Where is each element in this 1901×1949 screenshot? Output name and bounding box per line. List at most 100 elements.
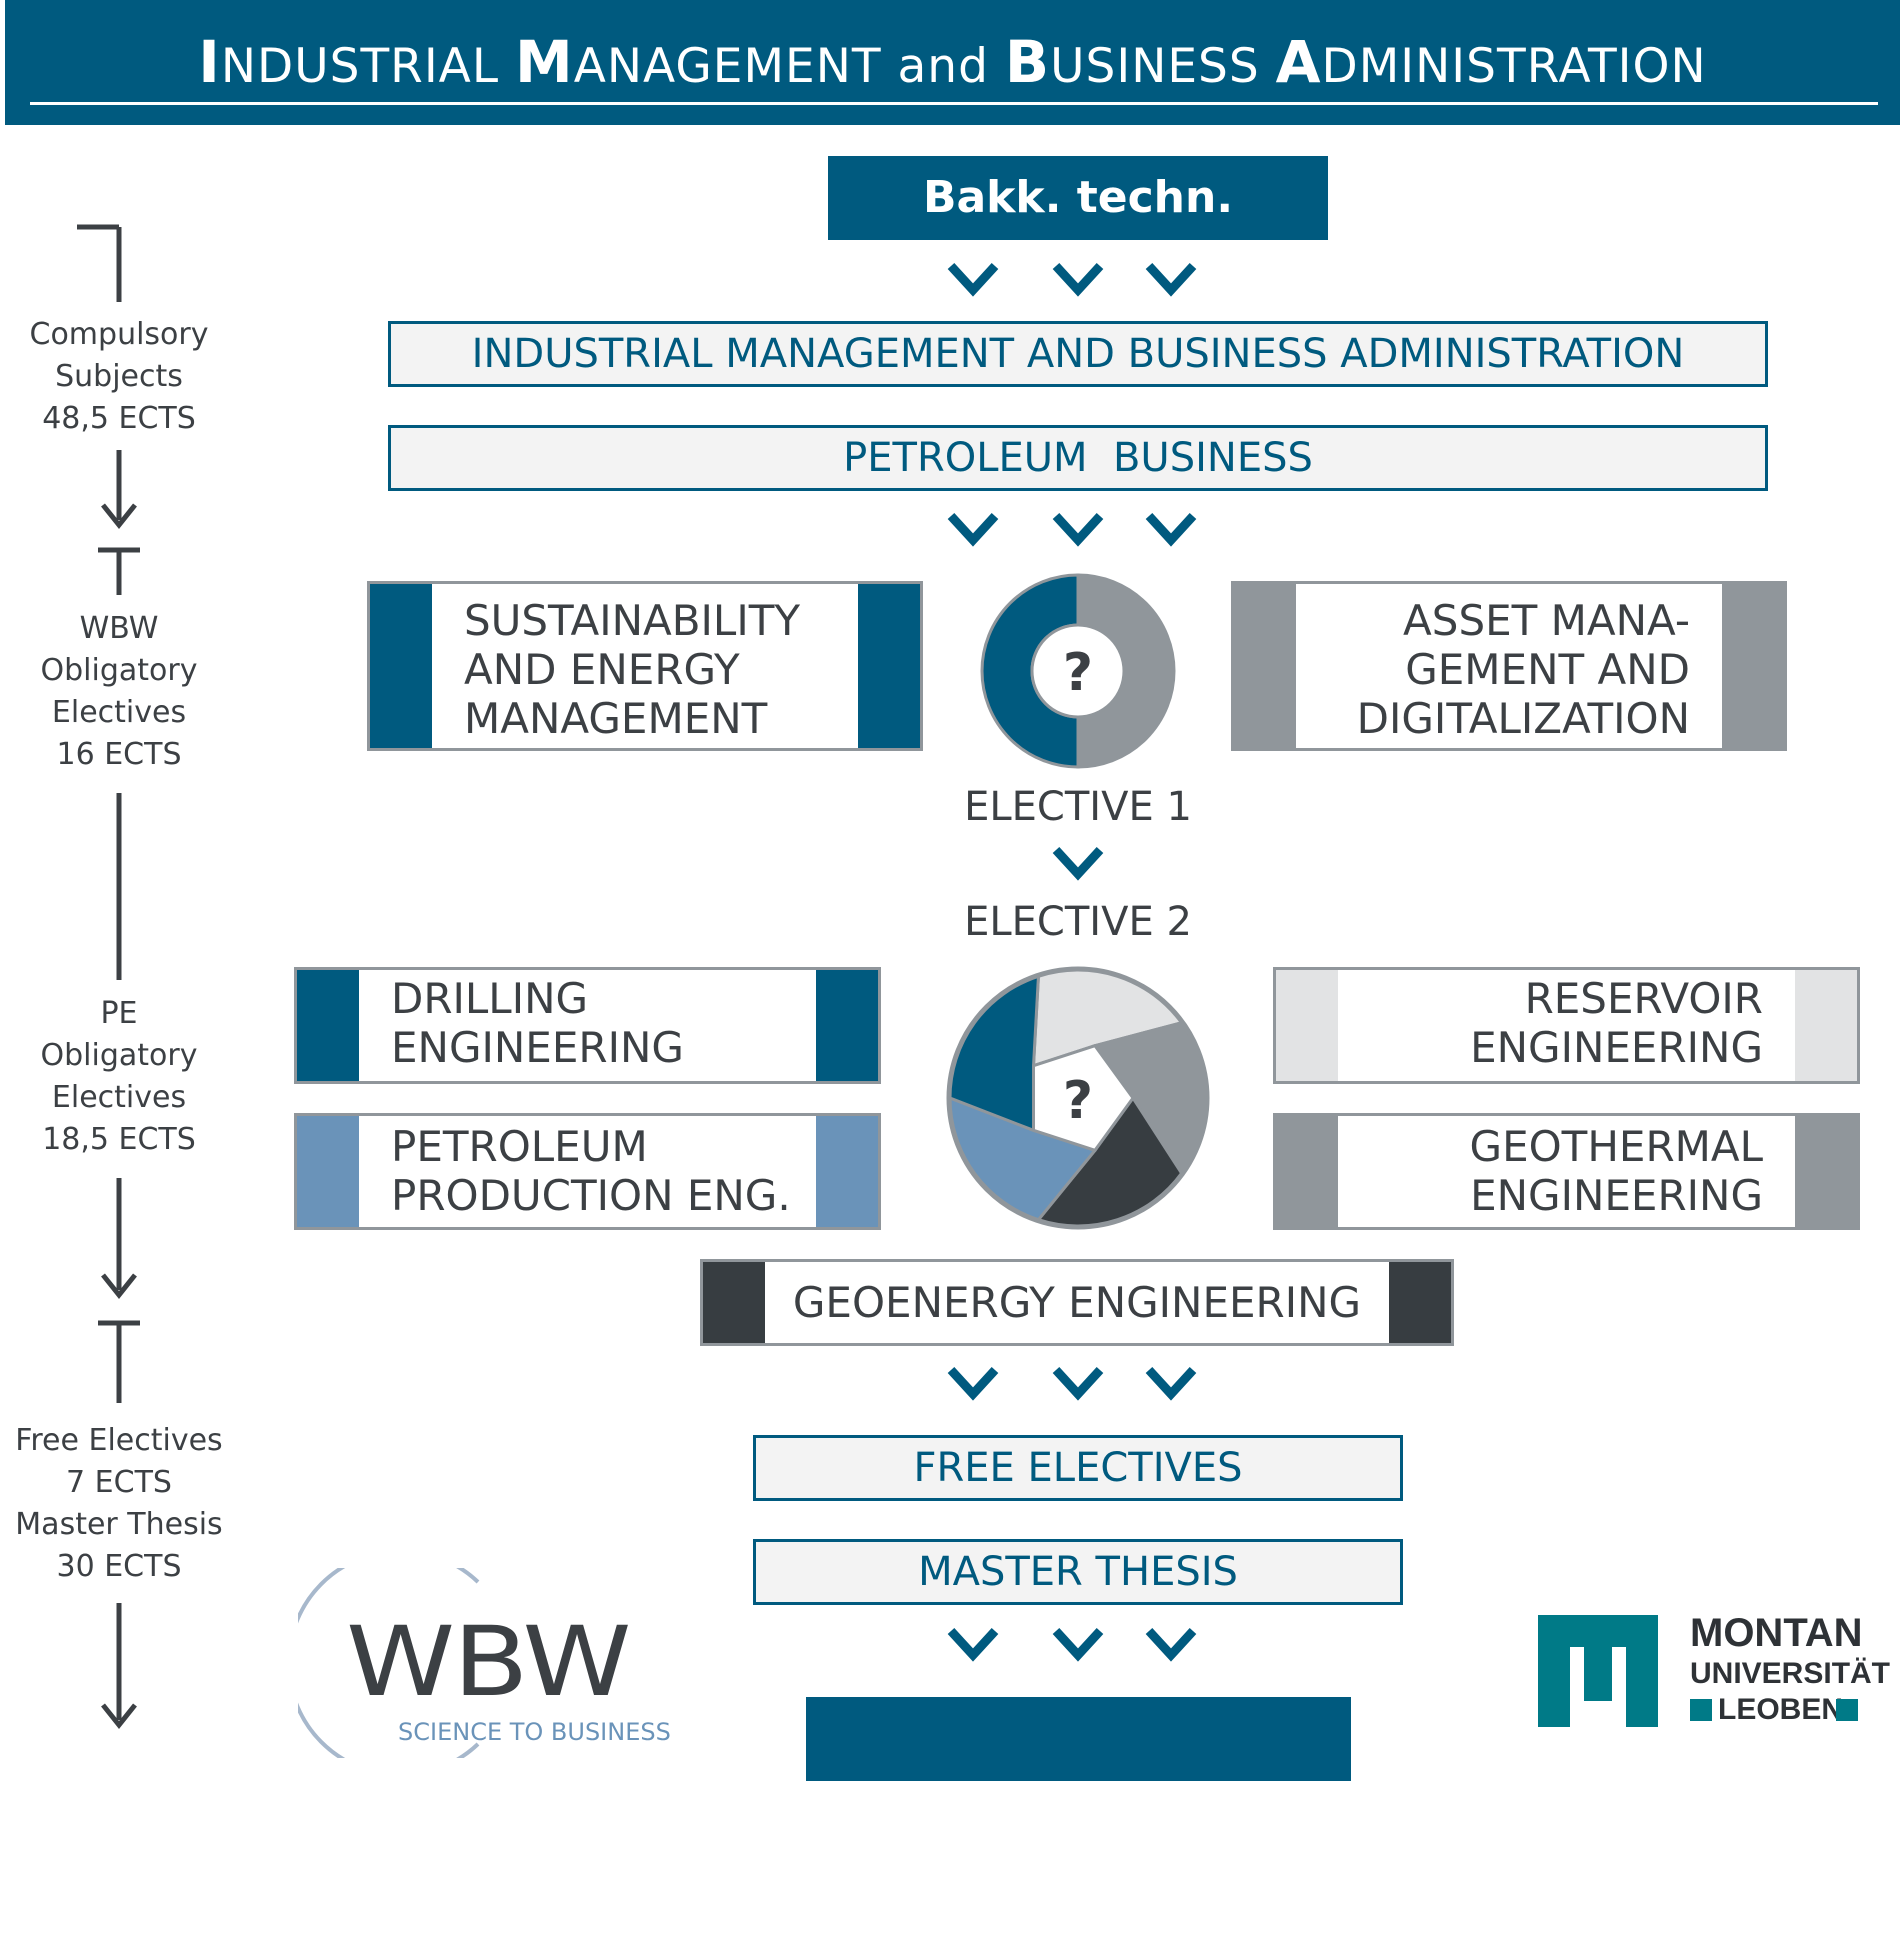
title-word: ANAGEMENT	[573, 39, 898, 94]
title-word: and	[897, 39, 1005, 94]
sidebar-pe-line: 18,5 ECTS	[42, 1122, 196, 1157]
montan-logo-mark	[1538, 1615, 1658, 1727]
title-word: NDUSTRIAL	[220, 39, 515, 94]
card-cap-left	[1234, 584, 1296, 748]
wbw-logo-tagline: SCIENCE TO BUSINESS	[398, 1718, 671, 1746]
card-cap-right	[1722, 584, 1784, 748]
card-sustainability: SUSTAINABILITY AND ENERGY MANAGEMENT	[367, 581, 923, 751]
program-petroleum-business-bar: PETROLEUM BUSINESS	[388, 425, 1768, 491]
sidebar-pe-line: PE	[100, 996, 138, 1031]
card-petroleum-production: PETROLEUM PRODUCTION ENG.	[294, 1113, 881, 1230]
sidebar-free-line: Free Electives	[15, 1423, 223, 1458]
pie-segment-geoenergy	[1035, 1095, 1184, 1228]
elective-1-text: ELECTIVE 1	[964, 784, 1192, 830]
card-cap-left	[297, 970, 359, 1081]
card-cap-left	[370, 584, 432, 748]
sidebar-free-line: 30 ECTS	[56, 1549, 182, 1584]
card-line: GEOTHERMAL	[1469, 1122, 1763, 1171]
sidebar-compulsory-line: 48,5 ECTS	[42, 401, 196, 436]
card-reservoir: RESERVOIR ENGINEERING	[1273, 967, 1860, 1084]
page-title: INDUSTRIAL MANAGEMENT and BUSINESS ADMIN…	[5, 28, 1900, 96]
pie-segments	[948, 968, 1208, 1228]
card-line: RESERVOIR	[1524, 974, 1763, 1023]
sidebar-free: Free Electives 7 ECTS Master Thesis 30 E…	[0, 1420, 238, 1588]
card-line: DRILLING	[391, 974, 589, 1023]
card-cap-right	[1389, 1262, 1451, 1343]
pie-center-pentagon	[1032, 1043, 1135, 1153]
program-master-thesis-bar: MASTER THESIS	[753, 1539, 1403, 1605]
program-master-thesis-label: MASTER THESIS	[918, 1549, 1238, 1595]
sidebar-wbw-line: Obligatory	[40, 653, 198, 688]
card-line: PRODUCTION ENG.	[391, 1171, 791, 1220]
card-cap-right	[1795, 970, 1857, 1081]
start-degree-box: Bakk. techn.	[828, 156, 1328, 240]
end-degree-label: Master | Dipl.-Ing.	[870, 1796, 1371, 1850]
title-word: DMINISTRATION	[1321, 39, 1707, 94]
title-initial: I	[198, 28, 221, 96]
card-cap-right	[858, 584, 920, 748]
montan-logo-line2: UNIVERSITÄT	[1690, 1657, 1891, 1690]
card-line: GEMENT AND	[1405, 645, 1690, 694]
card-geothermal: GEOTHERMAL ENGINEERING	[1273, 1113, 1860, 1230]
montan-logo: MONTAN UNIVERSITÄT LEOBEN	[1538, 1611, 1890, 1727]
wbw-logo: WBW SCIENCE TO BUSINESS	[298, 1568, 678, 1758]
start-degree-label: Bakk. techn.	[922, 172, 1234, 223]
sidebar-compulsory: Compulsory Subjects 48,5 ECTS	[0, 314, 238, 440]
header-banner: INDUSTRIAL MANAGEMENT and BUSINESS ADMIN…	[5, 0, 1900, 125]
question-mark-icon: ?	[1063, 643, 1093, 703]
card-line: GEOENERGY ENGINEERING	[792, 1278, 1362, 1327]
sidebar-wbw-line: WBW	[79, 611, 159, 646]
title-initial: M	[514, 28, 574, 96]
card-cap-left	[1276, 1116, 1338, 1227]
card-cap-right	[816, 970, 878, 1081]
card-line: ENGINEERING	[1470, 1171, 1763, 1220]
title-initial: A	[1275, 28, 1322, 96]
header-underline	[30, 102, 1878, 105]
card-cap-right	[816, 1116, 878, 1227]
card-cap-left	[1276, 970, 1338, 1081]
card-line: PETROLEUM	[391, 1122, 648, 1171]
program-free-electives-bar: FREE ELECTIVES	[753, 1435, 1403, 1501]
curriculum-diagram: INDUSTRIAL MANAGEMENT and BUSINESS ADMIN…	[0, 0, 1900, 1850]
sidebar-wbw-line: 16 ECTS	[56, 737, 182, 772]
chevron-row-1	[947, 262, 1197, 297]
card-asset-management: ASSET MANA- GEMENT AND DIGITALIZATION	[1231, 581, 1787, 751]
card-line: ENGINEERING	[1470, 1023, 1763, 1072]
timeline-arrows	[77, 224, 140, 1730]
question-mark-icon: ?	[1063, 1071, 1093, 1131]
montan-logo-line3: LEOBEN	[1718, 1693, 1844, 1726]
wbw-choice-ring: ?	[980, 573, 1176, 769]
title-word: USINESS	[1050, 39, 1276, 94]
chevron-row-3	[1052, 846, 1104, 881]
program-petroleum-business-label: PETROLEUM BUSINESS	[843, 435, 1313, 481]
chevron-arrows	[947, 262, 1197, 1662]
sidebar-free-line: 7 ECTS	[66, 1465, 172, 1500]
elective-2-label: ELECTIVE 2	[928, 899, 1228, 945]
sidebar-compulsory-line: Subjects	[55, 359, 183, 394]
elective-1-label: ELECTIVE 1	[928, 784, 1228, 830]
card-line: DIGITALIZATION	[1356, 694, 1690, 743]
program-free-electives-label: FREE ELECTIVES	[913, 1445, 1243, 1491]
pe-choice-pie: ?	[946, 966, 1210, 1230]
sidebar-pe-line: Electives	[51, 1080, 187, 1115]
pie-outline	[946, 966, 1210, 1230]
sidebar-pe: PE Obligatory Electives 18,5 ECTS	[0, 993, 238, 1161]
card-cap-left	[297, 1116, 359, 1227]
card-geoenergy: GEOENERGY ENGINEERING	[700, 1259, 1454, 1346]
pie-segment-reservoir	[1031, 968, 1185, 1068]
pie-segment-production	[948, 1095, 1098, 1222]
sidebar-free-line: Master Thesis	[15, 1507, 223, 1542]
sidebar-pe-line: Obligatory	[40, 1038, 198, 1073]
chevron-row-2	[947, 512, 1197, 547]
card-cap-right	[1795, 1116, 1857, 1227]
chevron-row-5	[947, 1627, 1197, 1662]
card-line: MANAGEMENT	[464, 694, 768, 743]
elective-2-text: ELECTIVE 2	[964, 899, 1192, 945]
card-line: ENGINEERING	[391, 1023, 684, 1072]
montan-logo-line1: MONTAN	[1690, 1611, 1863, 1655]
end-degree-box: Master | Dipl.-Ing.	[806, 1697, 1370, 1850]
sidebar-compulsory-line: Compulsory	[29, 317, 209, 352]
sidebar-wbw-line: Electives	[51, 695, 187, 730]
wbw-logo-wordmark: WBW	[346, 1606, 632, 1718]
program-imba-label: INDUSTRIAL MANAGEMENT AND BUSINESS ADMIN…	[471, 331, 1685, 377]
